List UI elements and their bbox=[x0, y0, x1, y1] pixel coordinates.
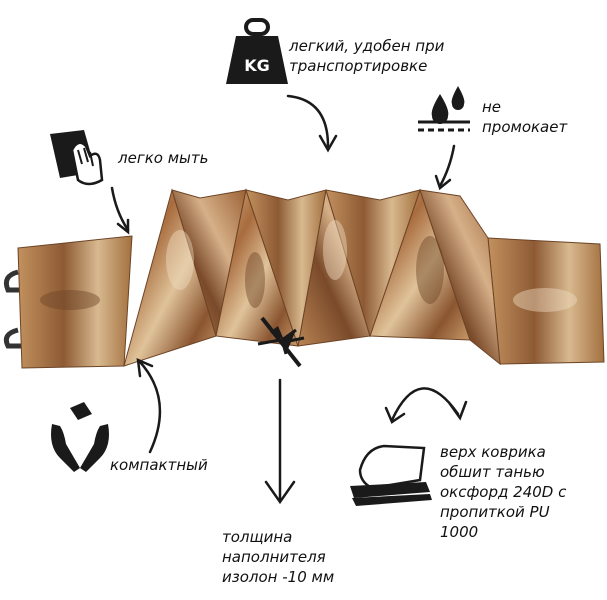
arrow-waterproof-head bbox=[434, 174, 452, 191]
arrow-weight-head bbox=[318, 134, 338, 153]
arrow-waterproof bbox=[438, 144, 456, 188]
wiping-hand-icon bbox=[50, 130, 104, 186]
feature-compact-label: компактный bbox=[110, 456, 208, 474]
strap-bottom bbox=[3, 327, 40, 349]
feature-fabric-label: верх коврика обшит танью оксфорд 240D с … bbox=[440, 443, 567, 541]
hands-holding-cube-icon bbox=[51, 402, 109, 472]
arrow-compact-head bbox=[136, 357, 154, 378]
strap-top bbox=[3, 269, 40, 293]
camo-texture bbox=[40, 220, 577, 312]
arrow-fabric-right-head bbox=[448, 400, 468, 421]
feature-waterproof-label: не промокает bbox=[482, 98, 568, 136]
arrow-washable-head bbox=[116, 218, 130, 235]
arrow-compact bbox=[138, 360, 162, 454]
arrow-weight bbox=[286, 94, 330, 148]
weight-badge: KG bbox=[244, 56, 270, 75]
fabric-layers-icon bbox=[350, 444, 432, 506]
fold-8 bbox=[419, 189, 501, 366]
feature-thickness-label: толщина наполнителя изолон -10 мм bbox=[222, 528, 335, 586]
weight-kg-icon: KG bbox=[226, 18, 288, 84]
water-drops-icon bbox=[418, 86, 470, 132]
arrow-fabric-left-head bbox=[384, 406, 406, 424]
feature-weight-label: легкий, удобен при транспортировке bbox=[289, 37, 445, 75]
feature-washable-label: легко мыть bbox=[118, 149, 209, 167]
compression-arrows-icon bbox=[257, 316, 305, 368]
arrow-washable bbox=[110, 186, 130, 232]
arrow-thickness-head bbox=[264, 480, 296, 505]
